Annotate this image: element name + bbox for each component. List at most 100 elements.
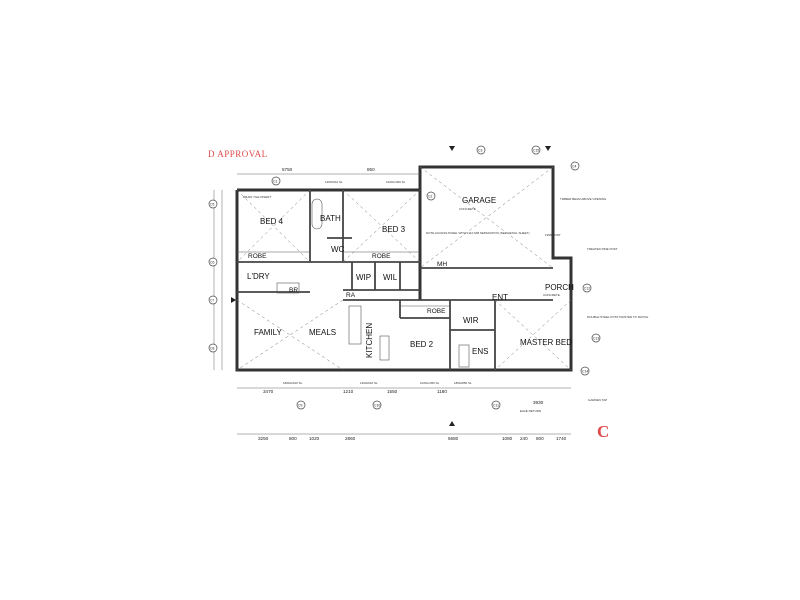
- room-family: FAMILY: [254, 328, 283, 337]
- bath-tub: [311, 198, 323, 230]
- grid-bubble-label: C3: [478, 149, 482, 153]
- bottom-dim-7: 240: [520, 436, 528, 441]
- bottom-dim-3: 1020: [309, 436, 320, 441]
- bottom-dim-8: 800: [536, 436, 544, 441]
- note-window-5: 1020x1450 SL: [420, 381, 440, 385]
- section-marker-top: [449, 146, 455, 151]
- room-robe-bed4: ROBE: [248, 253, 267, 260]
- grid-bubble-label: C13: [593, 337, 599, 341]
- note-window-3: 1800x2100 SL: [283, 381, 303, 385]
- bottom-dim-5: 5680: [448, 436, 459, 441]
- note-porch-base: CONCRETE: [543, 293, 560, 297]
- room-meals: MEALS: [309, 328, 336, 337]
- note-post: 1995 POST: [545, 233, 561, 237]
- note-access: NOTE ACCESS PANEL WITH 1110 MM SEPARATIO…: [426, 231, 529, 235]
- note-garden-tap: GARDEN TAP: [588, 398, 607, 402]
- note-window-4: 1200x610 SL: [360, 381, 378, 385]
- interior-walls: [237, 190, 553, 370]
- section-markers: [231, 146, 551, 426]
- bottom-dim-9: 1740: [556, 436, 567, 441]
- grid-bubble-label: C10: [374, 404, 380, 408]
- grid-bubble-label: C4: [572, 165, 576, 169]
- cross-lines: [236, 166, 572, 371]
- top-dim-2: 850: [367, 167, 375, 172]
- room-br: BR: [289, 287, 298, 294]
- fixtures: [237, 198, 470, 368]
- approval-stamp: D APPROVAL: [208, 149, 268, 159]
- bottom-dim-2: 800: [289, 436, 297, 441]
- grid-bubble: [271, 176, 281, 186]
- room-ens: ENS: [472, 347, 488, 356]
- grid-bubble: [570, 161, 580, 171]
- grid-bubbles: C1 C2 C3 C4 C5 C6 C7 C8 C9 C10 C11 C12 C…: [208, 145, 601, 410]
- note-window-1: 1200x610 SL: [325, 180, 343, 184]
- annotations: 1200x610 SL 1020x1450 SL DRAIN TILE INSE…: [243, 180, 648, 413]
- grid-bubble-label: C6: [210, 261, 214, 265]
- grid-bubble: [372, 400, 382, 410]
- room-ent: ENT: [492, 293, 508, 302]
- note-garage-base: CONCRETE: [459, 207, 476, 211]
- room-wip: WIP: [356, 273, 371, 282]
- top-dim-1: 5750: [282, 167, 293, 172]
- section-marker-top-right: [545, 146, 551, 151]
- room-wil: WIL: [383, 273, 398, 282]
- grid-bubble: [582, 283, 592, 293]
- room-bed3: BED 3: [382, 225, 406, 234]
- room-ra: RA: [346, 292, 356, 299]
- grid-bubble: [531, 145, 541, 155]
- room-robe-bed3: ROBE: [372, 253, 391, 260]
- note-window-2: 1020x1450 SL: [386, 180, 406, 184]
- dimension-text: 5750 850 3250 800 1020 2860 5680 1080 24…: [258, 167, 567, 441]
- eave-dim-3: 1550: [387, 389, 398, 394]
- section-marker-bottom: [449, 421, 455, 426]
- grid-bubble-label: C2: [428, 195, 432, 199]
- eave-dim-5: 3930: [533, 400, 544, 405]
- grid-bubble-label: C15: [533, 149, 539, 153]
- grid-bubble-label: C12: [584, 287, 590, 291]
- grid-bubble: [476, 145, 486, 155]
- grid-bubble: [591, 333, 601, 343]
- room-garage: GARAGE: [462, 196, 496, 205]
- corner-stamp: C: [597, 422, 610, 441]
- dimension-lines: [213, 173, 571, 435]
- grid-bubble: [426, 191, 436, 201]
- grid-bubble: [208, 295, 218, 305]
- eave-dim-2: 1210: [343, 389, 354, 394]
- eave-dim-1: 3470: [263, 389, 274, 394]
- outer-walls: [235, 165, 573, 372]
- grid-bubble: [208, 343, 218, 353]
- room-ldry: L'DRY: [247, 272, 270, 281]
- room-bed2: BED 2: [410, 340, 434, 349]
- note-window-6: 1800x850 SL: [454, 381, 472, 385]
- bottom-dim-6: 1080: [502, 436, 513, 441]
- room-bath: BATH: [320, 214, 341, 223]
- note-steel-post: DOUBLE STEEL POST PAINTED TO MATCH: [587, 315, 648, 319]
- shower: [458, 344, 470, 368]
- room-robe-bed2: ROBE: [427, 308, 446, 315]
- room-master-bed: MASTER BED: [520, 338, 572, 347]
- kitchen-island: [348, 305, 362, 345]
- grid-bubble-label: C8: [210, 347, 214, 351]
- laundry-tub: [276, 282, 300, 294]
- note-eave-return: EAVE RETURN: [520, 409, 541, 413]
- grid-bubble-label: C7: [210, 299, 214, 303]
- room-wir: WIR: [463, 316, 479, 325]
- grid-bubble-label: C11: [493, 404, 499, 408]
- grid-bubble: [580, 366, 590, 376]
- bottom-dim-1: 3250: [258, 436, 269, 441]
- bottom-dim-4: 2860: [345, 436, 356, 441]
- note-pine-post: TREATED PINE POST: [587, 247, 618, 251]
- grid-bubble: [296, 400, 306, 410]
- section-marker-left: [231, 297, 236, 303]
- grid-bubble-label: C9: [298, 404, 302, 408]
- grid-bubble-label: C1: [273, 180, 277, 184]
- room-wc: WC: [331, 245, 345, 254]
- grid-bubble: [208, 257, 218, 267]
- room-mh: MH: [437, 261, 447, 268]
- room-kitchen: KITCHEN: [365, 323, 374, 358]
- grid-bubble-label: C14: [582, 370, 588, 374]
- room-bed4: BED 4: [260, 217, 284, 226]
- grid-bubble-label: C5: [210, 203, 214, 207]
- room-labels: BED 4 BATH BED 3 GARAGE ROBE WC ROBE MH …: [247, 196, 574, 358]
